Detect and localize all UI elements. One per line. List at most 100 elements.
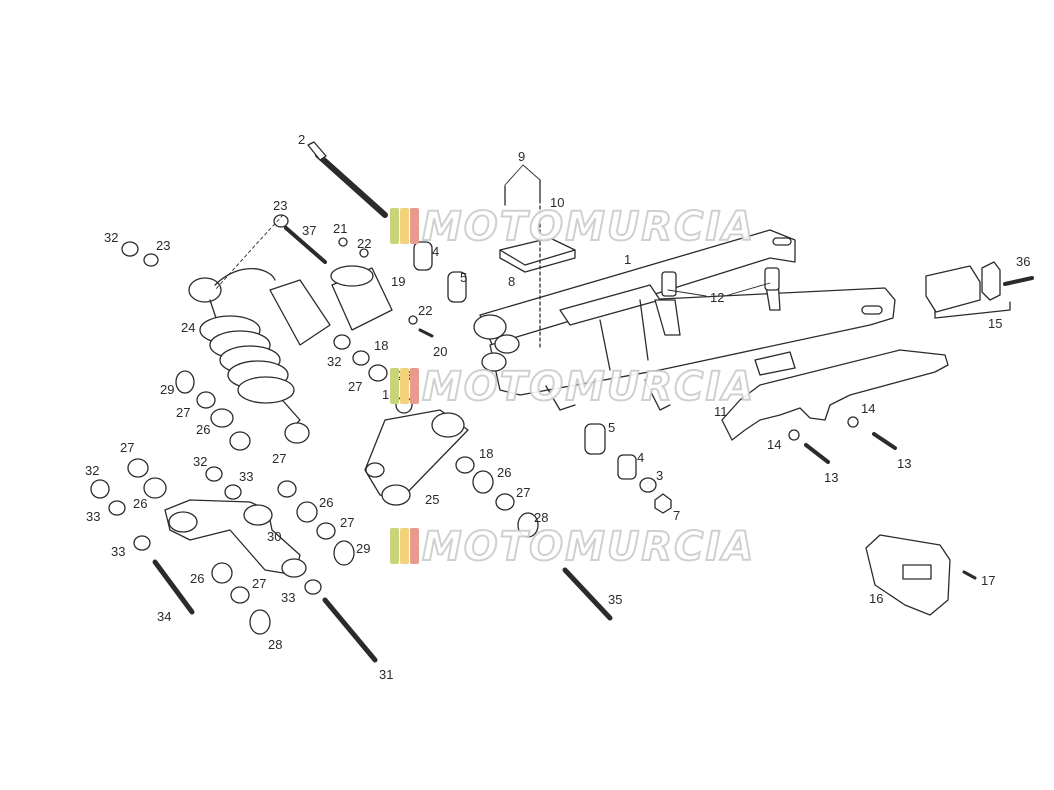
leader-lines: [214, 164, 771, 297]
bolt-part-34: [152, 559, 195, 615]
callout-26b: 26: [133, 496, 147, 511]
callout-4b: 4: [637, 450, 644, 465]
callout-37: 37: [302, 223, 316, 238]
callout-16: 16: [869, 591, 883, 606]
watermark-bar-red: [410, 208, 419, 244]
callout-32a: 32: [104, 230, 118, 245]
callout-22b: 22: [418, 303, 432, 318]
chain-guide-part-16: [865, 534, 977, 616]
watermark-bar-red: [410, 528, 419, 564]
callout-21: 21: [333, 221, 347, 236]
callout-13b: 13: [897, 456, 911, 471]
bolt-part-20: [418, 328, 434, 338]
callout-20: 20: [433, 344, 447, 359]
callout-27f: 27: [516, 485, 530, 500]
connecting-rod-part-30: [164, 499, 307, 578]
shock-absorber-part-24: [188, 268, 331, 444]
clip-part-12a: [661, 271, 677, 297]
watermark-logo-2: MOTOMURCIA: [390, 363, 754, 411]
callout-labels: 1 2 3 4 4 5 5 7 8 9 10 11 12 13 13 14 14…: [85, 132, 1030, 682]
callout-32d: 32: [327, 354, 341, 369]
callout-15: 15: [988, 316, 1002, 331]
washer-part-14a: [788, 429, 800, 441]
bolt-part-37: [284, 226, 327, 264]
spacer-part-5b: [584, 423, 606, 455]
callout-28b: 28: [534, 510, 548, 525]
watermark-logo-1: MOTOMURCIA: [390, 203, 754, 251]
callout-32c: 32: [193, 454, 207, 469]
watermark-text: MOTOMURCIA: [421, 363, 756, 411]
callout-1: 1: [624, 252, 631, 267]
callout-33d: 33: [281, 590, 295, 605]
callout-24: 24: [181, 320, 195, 335]
callout-27e: 27: [252, 576, 266, 591]
clip-part-12b: [764, 267, 780, 291]
callout-35: 35: [608, 592, 622, 607]
chain-guard-part-11: [721, 349, 949, 441]
bracket-part-8: [499, 179, 576, 351]
callout-30: 30: [267, 529, 281, 544]
callout-14a: 14: [767, 437, 781, 452]
callout-25: 25: [425, 492, 439, 507]
callout-33b: 33: [111, 544, 125, 559]
callout-12: 12: [710, 290, 724, 305]
callout-22a: 22: [357, 236, 371, 251]
callout-5: 5: [460, 270, 467, 285]
callout-26d: 26: [190, 571, 204, 586]
callout-3: 3: [656, 468, 663, 483]
watermark-bar-yellow: [400, 528, 409, 564]
rocker-link-part-25: [364, 409, 469, 506]
callout-27c: 27: [272, 451, 286, 466]
bolt-part-35: [562, 567, 613, 621]
callout-27d: 27: [340, 515, 354, 530]
callout-27g: 27: [348, 379, 362, 394]
callout-7: 7: [673, 508, 680, 523]
washer-part-3: [639, 477, 657, 493]
bolt-part-31: [322, 597, 378, 663]
callout-29b: 29: [356, 541, 370, 556]
watermark-bar-green: [390, 528, 399, 564]
callout-10: 10: [550, 195, 564, 210]
sleeve-part-19: [330, 265, 393, 331]
washer-part-14b: [847, 416, 859, 428]
callout-5b: 5: [608, 420, 615, 435]
callout-13a: 13: [824, 470, 838, 485]
watermark-text: MOTOMURCIA: [421, 203, 756, 251]
callout-4: 4: [432, 244, 439, 259]
watermark-bar-yellow: [400, 368, 409, 404]
bolt-part-13a: [804, 443, 830, 464]
bolt-part-13b: [872, 432, 897, 450]
callout-11: 11: [714, 404, 728, 419]
chain-slider-part-15: [925, 261, 1034, 319]
callout-36: 36: [1016, 254, 1030, 269]
watermark-bar-red: [410, 368, 419, 404]
callout-33a: 33: [86, 509, 100, 524]
pivot-bolt-part-2: [307, 141, 388, 218]
callout-14b: 14: [861, 401, 875, 416]
callout-34: 34: [157, 609, 171, 624]
watermark-logo-3: MOTOMURCIA: [390, 523, 754, 571]
bearing-stack: [90, 214, 539, 635]
callout-32b: 32: [85, 463, 99, 478]
watermark-bar-yellow: [400, 208, 409, 244]
callout-26c: 26: [319, 495, 333, 510]
callout-23a: 23: [273, 198, 287, 213]
spacer-part-5a: [447, 271, 467, 303]
bushing-part-4a: [413, 241, 433, 271]
callout-26e: 26: [497, 465, 511, 480]
callout-9: 9: [518, 149, 525, 164]
callout-26a: 26: [196, 422, 210, 437]
callout-31: 31: [379, 667, 393, 682]
callout-33c: 33: [239, 469, 253, 484]
callout-2: 2: [298, 132, 305, 147]
watermark-text: MOTOMURCIA: [421, 523, 756, 571]
watermark-bar-green: [390, 208, 399, 244]
callout-19: 19: [391, 274, 405, 289]
callout-27b: 27: [120, 440, 134, 455]
callout-17: 17: [981, 573, 995, 588]
callout-27a: 27: [176, 405, 190, 420]
callout-8: 8: [508, 274, 515, 289]
bushing-part-4b: [617, 454, 637, 480]
callout-23b: 23: [156, 238, 170, 253]
